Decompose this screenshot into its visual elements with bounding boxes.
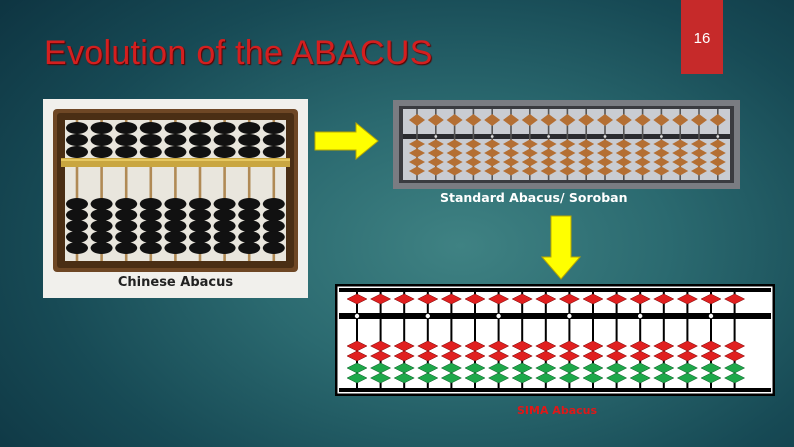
chinese-abacus-illustration bbox=[53, 109, 298, 272]
soroban-illustration bbox=[393, 100, 740, 189]
page-number-badge: 16 bbox=[681, 0, 723, 74]
soroban-image bbox=[393, 100, 740, 189]
chinese-abacus-image: Chinese Abacus bbox=[43, 99, 308, 298]
right-arrow-icon bbox=[314, 122, 379, 160]
sima-abacus-caption: SIMA Abacus bbox=[517, 404, 598, 417]
slide-title: Evolution of the ABACUS bbox=[44, 34, 433, 72]
sima-abacus-image bbox=[334, 283, 776, 397]
sima-abacus-illustration bbox=[334, 283, 776, 397]
soroban-caption: Standard Abacus/ Soroban bbox=[440, 190, 628, 205]
down-arrow-icon bbox=[541, 215, 581, 280]
chinese-abacus-caption: Chinese Abacus bbox=[117, 275, 234, 290]
